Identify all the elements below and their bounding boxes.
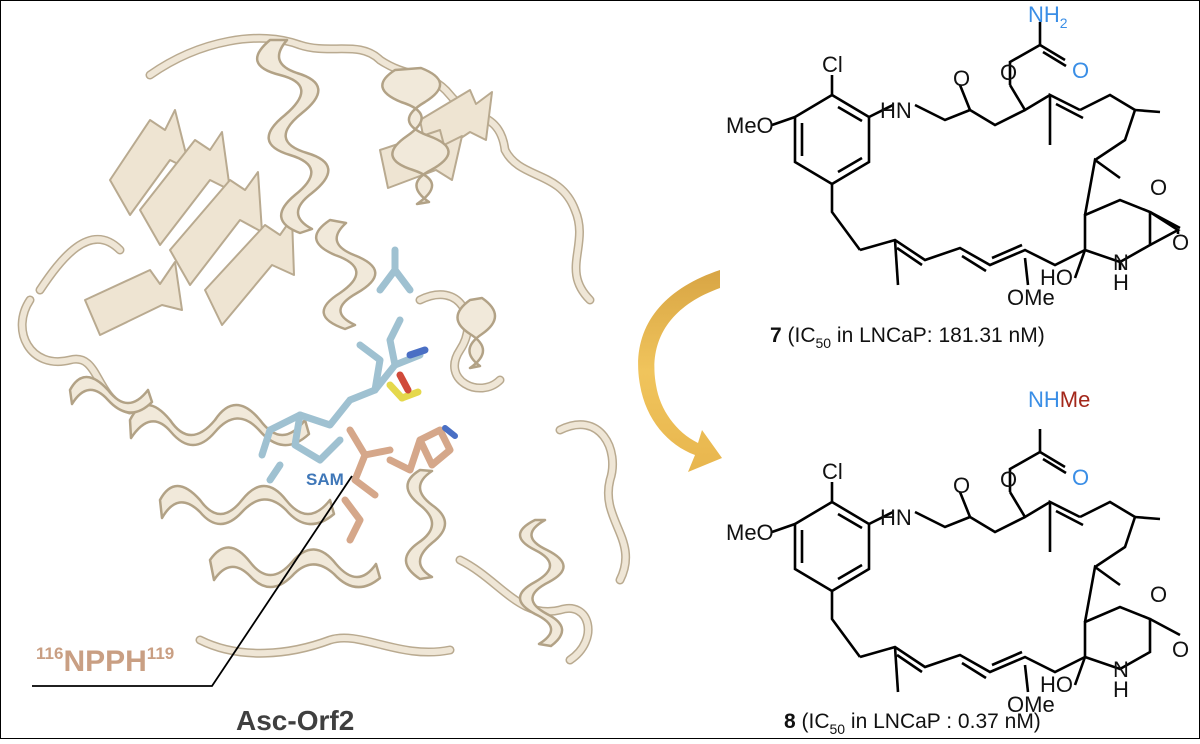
c7-ome: OMe [1007, 285, 1055, 310]
c8-ring-o: O [1150, 582, 1167, 607]
c8-ome: OMe [1007, 692, 1055, 717]
compound-7-structure [771, 22, 1181, 286]
c8-n: N [1113, 657, 1129, 682]
motif-end-number: 119 [147, 644, 174, 663]
motif-label: 116NPPH119 [36, 644, 174, 678]
compound-8-carbamate: O NHMe [1028, 387, 1090, 490]
c8-amide-o: O [953, 473, 970, 498]
c7-ester-o: O [1000, 60, 1017, 85]
compound-8-number: 8 [784, 710, 796, 733]
protein-structure [17, 33, 631, 665]
protein-name: Asc-Orf2 [236, 705, 354, 736]
c8-cl: Cl [822, 459, 843, 484]
npph-motif-residues [341, 426, 454, 544]
compound-7-labels: Cl MeO HN O O O O N H HO OMe [726, 52, 1189, 310]
c7-meo: MeO [726, 113, 774, 138]
compound-7-carbamate: O NH2 [1028, 2, 1089, 83]
c7-n: N [1113, 250, 1129, 275]
c7-amide-o: O [953, 66, 970, 91]
compound-8-labels: Cl MeO HN O O O O N H HO OMe [726, 459, 1189, 717]
protein-helices [68, 38, 565, 648]
c7-ring-o: O [1150, 175, 1167, 200]
compound-8-caption: 8 (IC50 in LNCaP : 0.37 nM) [784, 710, 1041, 737]
compound-7-number: 7 [770, 324, 782, 347]
c7-ho: HO [1040, 265, 1073, 290]
c7-hn: HN [880, 98, 912, 123]
c8-ester-o: O [1000, 467, 1017, 492]
motif-nitrogen [442, 425, 458, 439]
c7-h: H [1113, 270, 1129, 295]
sam-heteroatoms [386, 346, 429, 402]
c7-nh2: NH2 [1028, 2, 1068, 31]
c7-carbamate-o: O [1072, 58, 1089, 83]
c8-carbonyl-o: O [1172, 637, 1189, 662]
c7-carbonyl-o: O [1172, 230, 1189, 255]
c8-ho: HO [1040, 672, 1073, 697]
compound-8-structure [771, 429, 1181, 693]
sam-label: SAM [306, 470, 344, 489]
motif-sequence: NPPH [63, 645, 146, 678]
c8-carbamate-o: O [1072, 465, 1089, 490]
c8-hn: HN [880, 505, 912, 530]
c8-nhme: NHMe [1028, 387, 1090, 412]
compound-7-caption: 7 (IC50 in LNCaP: 181.31 nM) [770, 324, 1045, 351]
c8-h: H [1113, 677, 1129, 702]
c8-meo: MeO [726, 520, 774, 545]
transformation-arrow [638, 270, 722, 472]
c7-cl: Cl [822, 52, 843, 77]
motif-pointer-line [32, 475, 353, 687]
motif-start-number: 116 [36, 644, 63, 663]
